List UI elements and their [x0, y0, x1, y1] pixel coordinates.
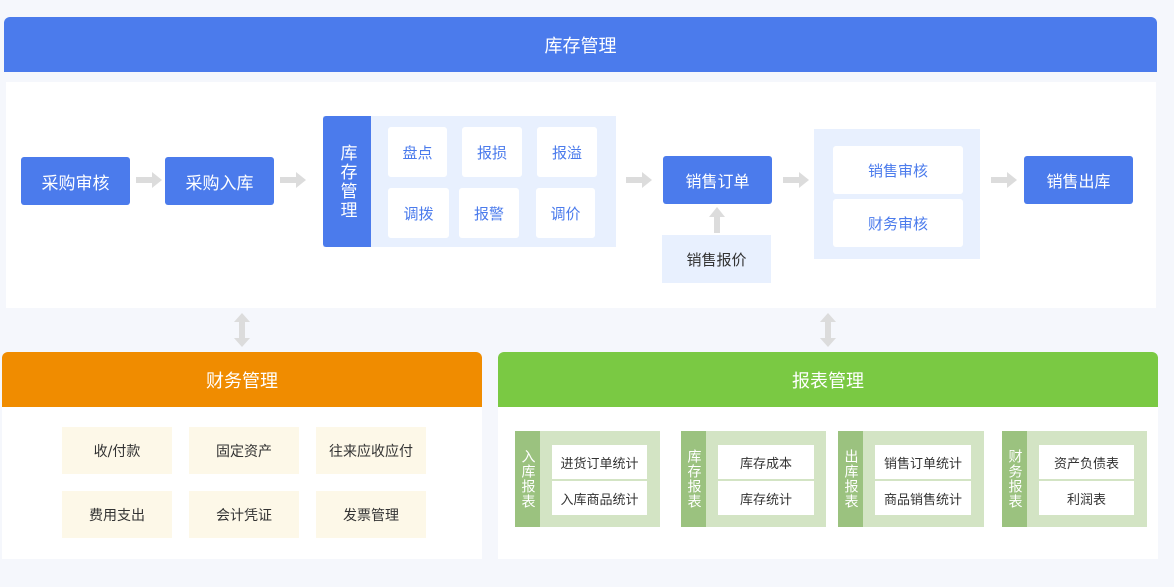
- report-item[interactable]: 进货订单统计: [552, 445, 647, 479]
- sales-order-label: 销售订单: [685, 172, 750, 191]
- sales-review-node[interactable]: 销售审核: [833, 146, 963, 194]
- report-item-label: 商品销售统计: [883, 492, 962, 508]
- sales-review-label: 销售审核: [867, 161, 928, 180]
- arrow-right-icon: [136, 172, 162, 188]
- inventory-title: 库存管理: [544, 35, 617, 57]
- sales-order-node[interactable]: 销售订单: [663, 156, 772, 204]
- module-item-price-adjust[interactable]: 调价: [536, 188, 595, 238]
- finance-item[interactable]: 发票管理: [316, 491, 426, 538]
- report-item-label: 入库商品统计: [560, 492, 639, 508]
- module-item-loss[interactable]: 报损: [462, 127, 522, 177]
- module-item-stocktake[interactable]: 盘点: [388, 127, 447, 177]
- module-item-label: 报损: [476, 143, 507, 162]
- purchase-in-label: 采购入库: [185, 173, 254, 194]
- report-item[interactable]: 资产负债表: [1039, 445, 1134, 479]
- finance-item[interactable]: 会计凭证: [189, 491, 299, 538]
- finance-item-label: 会计凭证: [216, 507, 272, 524]
- report-item[interactable]: 销售订单统计: [875, 445, 971, 479]
- finance-title: 财务管理: [206, 370, 278, 392]
- report-group-label: 财务报表: [1002, 431, 1027, 527]
- module-item-alert[interactable]: 报警: [459, 188, 519, 238]
- sales-out-node[interactable]: 销售出库: [1024, 156, 1133, 204]
- arrow-right-icon: [783, 172, 809, 188]
- inventory-module-label: 库存管理: [323, 116, 371, 247]
- arrow-right-icon: [991, 172, 1017, 188]
- module-item-label: 调价: [550, 204, 581, 223]
- report-item[interactable]: 库存统计: [718, 481, 814, 515]
- sales-quote-label: 销售报价: [686, 250, 747, 269]
- report-item[interactable]: 库存成本: [718, 445, 814, 479]
- finance-item-label: 固定资产: [216, 443, 272, 460]
- reports-title: 报表管理: [792, 370, 864, 392]
- finance-item[interactable]: 费用支出: [62, 491, 172, 538]
- report-group-label: 入库报表: [515, 431, 540, 527]
- purchase-review-node[interactable]: 采购审核: [21, 157, 130, 205]
- report-group-label-text: 库存报表: [685, 449, 702, 509]
- module-item-label: 报溢: [551, 143, 582, 162]
- finance-item-label: 收/付款: [93, 443, 141, 460]
- finance-item[interactable]: 固定资产: [189, 427, 299, 474]
- finance-item-label: 发票管理: [343, 507, 399, 524]
- finance-review-node[interactable]: 财务审核: [833, 199, 963, 247]
- report-item-label: 进货订单统计: [560, 456, 639, 472]
- finance-item-label: 往来应收应付: [329, 443, 413, 460]
- double-arrow-icon: [820, 313, 836, 347]
- purchase-review-label: 采购审核: [41, 173, 110, 194]
- module-item-label: 盘点: [402, 143, 433, 162]
- report-group-label: 出库报表: [838, 431, 863, 527]
- finance-item[interactable]: 往来应收应付: [316, 427, 426, 474]
- report-item-label: 销售订单统计: [883, 456, 962, 472]
- purchase-in-node[interactable]: 采购入库: [165, 157, 274, 205]
- inventory-module-label-text: 库存管理: [336, 143, 357, 220]
- report-item[interactable]: 商品销售统计: [875, 481, 971, 515]
- arrow-up-icon: [709, 207, 725, 233]
- report-group-label-text: 财务报表: [1006, 449, 1023, 509]
- report-item[interactable]: 利润表: [1039, 481, 1134, 515]
- arrow-right-icon: [280, 172, 306, 188]
- report-group-label: 库存报表: [681, 431, 706, 527]
- module-item-label: 报警: [473, 204, 504, 223]
- module-item-transfer[interactable]: 调拨: [388, 188, 449, 238]
- reports-header: 报表管理: [498, 352, 1158, 407]
- finance-item[interactable]: 收/付款: [62, 427, 172, 474]
- report-item-label: 库存成本: [739, 456, 792, 472]
- report-item-label: 资产负债表: [1053, 456, 1119, 472]
- finance-review-label: 财务审核: [867, 214, 928, 233]
- arrow-right-icon: [626, 172, 652, 188]
- module-item-label: 调拨: [403, 204, 434, 223]
- finance-item-label: 费用支出: [89, 507, 145, 524]
- report-item-label: 库存统计: [739, 492, 792, 508]
- report-group-label-text: 出库报表: [842, 449, 859, 509]
- report-item[interactable]: 入库商品统计: [552, 481, 647, 515]
- report-item-label: 利润表: [1066, 492, 1106, 508]
- sales-quote-node[interactable]: 销售报价: [662, 235, 771, 283]
- finance-header: 财务管理: [2, 352, 482, 407]
- sales-out-label: 销售出库: [1046, 172, 1111, 191]
- inventory-header: 库存管理: [4, 17, 1157, 72]
- module-item-overflow[interactable]: 报溢: [537, 127, 597, 177]
- report-group-label-text: 入库报表: [519, 449, 536, 509]
- double-arrow-icon: [234, 313, 250, 347]
